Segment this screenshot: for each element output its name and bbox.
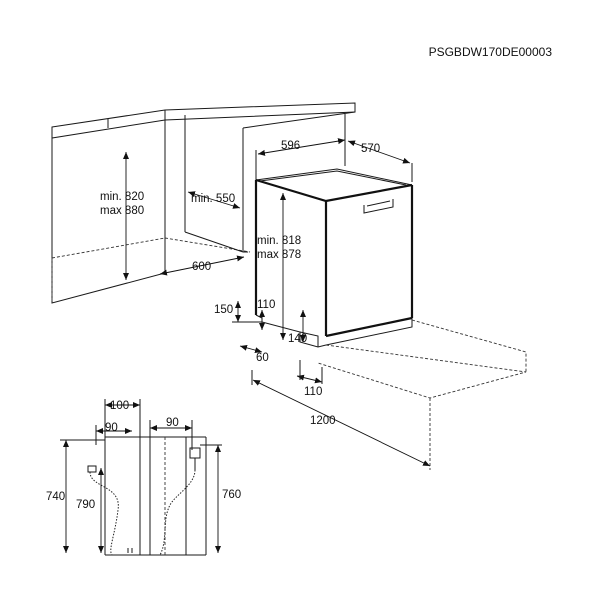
dim-side-760 bbox=[200, 444, 222, 553]
worktop bbox=[51, 102, 356, 139]
label-side-760: 760 bbox=[222, 489, 241, 501]
dim-plinth-110b bbox=[296, 360, 323, 384]
dim-plinth-150 bbox=[232, 301, 262, 323]
dim-plinth-60 bbox=[239, 344, 263, 354]
drawing-code: PSGBDW170DE00003 bbox=[429, 45, 553, 59]
dim-appliance-depth bbox=[347, 140, 413, 182]
label-plinth-60: 60 bbox=[256, 352, 269, 364]
label-appliance-height-min: min. 818 bbox=[257, 235, 301, 247]
dim-niche-width bbox=[159, 255, 245, 276]
label-niche-depth: min. 550 bbox=[191, 193, 235, 205]
label-appliance-depth: 570 bbox=[361, 143, 380, 155]
label-plinth-150: 150 bbox=[214, 304, 233, 316]
dim-side-740 bbox=[60, 439, 105, 553]
label-plinth-110: 110 bbox=[257, 299, 275, 311]
side-view bbox=[87, 436, 207, 556]
label-plinth-140: 140 bbox=[288, 333, 307, 345]
label-floor-1200: 1200 bbox=[310, 415, 336, 427]
label-side-100: 100 bbox=[110, 400, 129, 412]
label-niche-width: 600 bbox=[192, 261, 211, 273]
label-plinth-110b: 110 bbox=[304, 386, 322, 398]
dim-floor-1200 bbox=[252, 379, 431, 467]
right-cabinet-niche bbox=[184, 111, 356, 253]
dim-side-90a bbox=[95, 425, 132, 445]
label-niche-height-min: min. 820 bbox=[100, 191, 144, 203]
dim-niche-depth bbox=[187, 191, 241, 209]
label-appliance-height-max: max 878 bbox=[257, 249, 301, 261]
left-cabinet bbox=[51, 120, 251, 304]
label-side-90a: 90 bbox=[105, 422, 118, 434]
floor-outline bbox=[251, 319, 527, 470]
label-side-740: 740 bbox=[46, 491, 65, 503]
dim-appliance-width bbox=[255, 138, 346, 180]
label-side-790: 790 bbox=[76, 499, 95, 511]
label-niche-height-max: max 880 bbox=[100, 205, 144, 217]
label-side-90b: 90 bbox=[166, 417, 179, 429]
label-appliance-width: 596 bbox=[281, 140, 300, 152]
dim-side-90b bbox=[149, 420, 193, 450]
